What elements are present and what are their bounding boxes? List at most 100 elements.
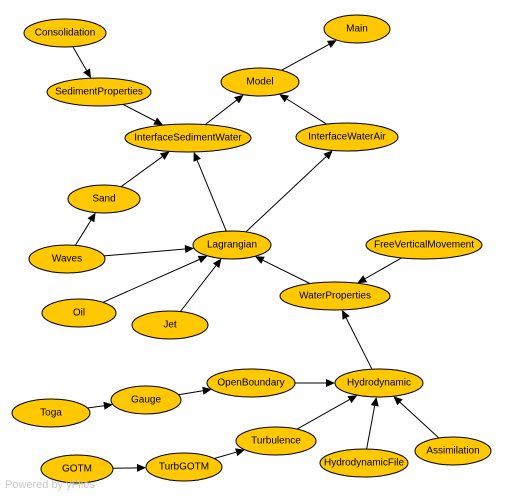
edge-lagrangian-to-iwa: [245, 150, 333, 233]
edge-model-to-main: [281, 40, 337, 71]
arrowhead-icon: [326, 40, 337, 48]
node-label: FreeVerticalMovement: [374, 240, 474, 251]
node-shape[interactable]: [220, 67, 300, 97]
arrowhead-icon: [153, 117, 164, 126]
node-shape[interactable]: [334, 368, 424, 398]
node-label: Gauge: [131, 395, 161, 406]
node-shape[interactable]: [235, 426, 317, 456]
node-label: Sand: [92, 194, 115, 205]
edge-openboundary-to-hydrodynamic: [295, 379, 335, 387]
edge-line: [74, 220, 92, 246]
node-shape[interactable]: [23, 18, 107, 48]
node-shape[interactable]: [206, 368, 296, 398]
node-shape[interactable]: [414, 436, 492, 466]
node-toga[interactable]: Toga: [11, 398, 91, 428]
edge-turbulence-to-hydrodynamic: [296, 395, 358, 430]
node-turbgotm[interactable]: TurbGOTM: [145, 452, 223, 482]
node-shape[interactable]: [11, 398, 91, 428]
arrowhead-icon: [347, 395, 358, 404]
edge-oil-to-lagrangian: [102, 255, 208, 303]
node-model[interactable]: Model: [220, 67, 300, 97]
node-hydrofile[interactable]: HydrodynamicFile: [319, 448, 409, 478]
node-iwa[interactable]: InterfaceWaterAir: [295, 122, 399, 152]
arrowhead-icon: [254, 256, 265, 264]
edge-assimilation-to-hydrodynamic: [393, 396, 440, 439]
node-jet[interactable]: Jet: [131, 310, 209, 340]
edge-sediment-to-isw: [122, 103, 164, 126]
node-turbulence[interactable]: Turbulence: [235, 426, 317, 456]
edge-turbgotm-to-turbulence: [214, 448, 245, 459]
arrowhead-icon: [103, 401, 113, 410]
node-sediment[interactable]: SedimentProperties: [46, 77, 152, 107]
node-gauge[interactable]: Gauge: [110, 385, 182, 415]
node-lagrangian[interactable]: Lagrangian: [192, 230, 272, 260]
node-shape[interactable]: [110, 385, 182, 415]
node-shape[interactable]: [124, 123, 252, 153]
node-shape[interactable]: [295, 122, 399, 152]
edge-line: [364, 257, 402, 280]
node-shape[interactable]: [131, 310, 209, 340]
node-sand[interactable]: Sand: [67, 184, 141, 214]
node-label: TurbGOTM: [159, 462, 209, 473]
node-waves[interactable]: Waves: [28, 244, 106, 274]
arrowhead-icon: [83, 68, 91, 79]
arrowhead-icon: [234, 94, 244, 104]
node-gotm[interactable]: GOTM: [40, 454, 114, 484]
edge-line: [72, 46, 87, 71]
node-label: Consolidation: [35, 28, 96, 39]
node-label: Oil: [73, 308, 85, 319]
node-main[interactable]: Main: [323, 14, 391, 44]
node-consolidation[interactable]: Consolidation: [23, 18, 107, 48]
edge-consolidation-to-sediment: [72, 46, 91, 79]
node-openboundary[interactable]: OpenBoundary: [206, 368, 296, 398]
node-shape[interactable]: [145, 452, 223, 482]
node-shape[interactable]: [365, 230, 483, 260]
arrowhead-icon: [357, 275, 368, 284]
edge-line: [214, 451, 237, 459]
node-shape[interactable]: [279, 281, 391, 311]
node-label: OpenBoundary: [217, 378, 284, 389]
arrowhead-icon: [279, 94, 289, 103]
node-shape[interactable]: [28, 244, 106, 274]
edge-iwa-to-model: [279, 94, 327, 125]
node-label: Turbulence: [251, 436, 301, 447]
node-shape[interactable]: [40, 454, 114, 484]
node-oil[interactable]: Oil: [41, 298, 117, 328]
arrowhead-icon: [159, 151, 170, 160]
node-shape[interactable]: [192, 230, 272, 260]
watermark-text: Powered by yFiles: [5, 479, 95, 491]
edge-line: [345, 317, 373, 370]
edge-line: [399, 401, 440, 439]
arrowhead-icon: [184, 245, 194, 253]
node-label: Main: [346, 24, 368, 35]
arrowhead-icon: [393, 396, 403, 406]
node-label: Assimilation: [426, 446, 479, 457]
node-label: Model: [246, 77, 273, 88]
node-hydrodynamic[interactable]: Hydrodynamic: [334, 368, 424, 398]
node-label: WaterProperties: [299, 291, 371, 302]
node-isw[interactable]: InterfaceSedimentWater: [124, 123, 252, 153]
edge-waves-to-lagrangian: [103, 245, 194, 257]
node-assimilation[interactable]: Assimilation: [414, 436, 492, 466]
edge-line: [103, 248, 186, 257]
node-shape[interactable]: [41, 298, 117, 328]
node-label: GOTM: [62, 464, 92, 475]
node-label: Hydrodynamic: [347, 378, 411, 389]
edge-line: [87, 405, 105, 409]
node-shape[interactable]: [67, 184, 141, 214]
arrowhead-icon: [326, 379, 335, 387]
arrowhead-icon: [202, 386, 212, 395]
edge-sand-to-isw: [120, 151, 170, 188]
arrowhead-icon: [235, 448, 245, 457]
node-waterprops[interactable]: WaterProperties: [279, 281, 391, 311]
edge-line: [286, 98, 327, 125]
node-shape[interactable]: [319, 448, 409, 478]
edge-gotm-to-turbgotm: [112, 463, 146, 472]
node-shape[interactable]: [323, 14, 391, 44]
node-shape[interactable]: [46, 77, 152, 107]
arrowhead-icon: [87, 212, 96, 223]
arrowhead-icon: [212, 258, 222, 269]
node-label: HydrodynamicFile: [324, 458, 404, 469]
node-fvm[interactable]: FreeVerticalMovement: [365, 230, 483, 260]
